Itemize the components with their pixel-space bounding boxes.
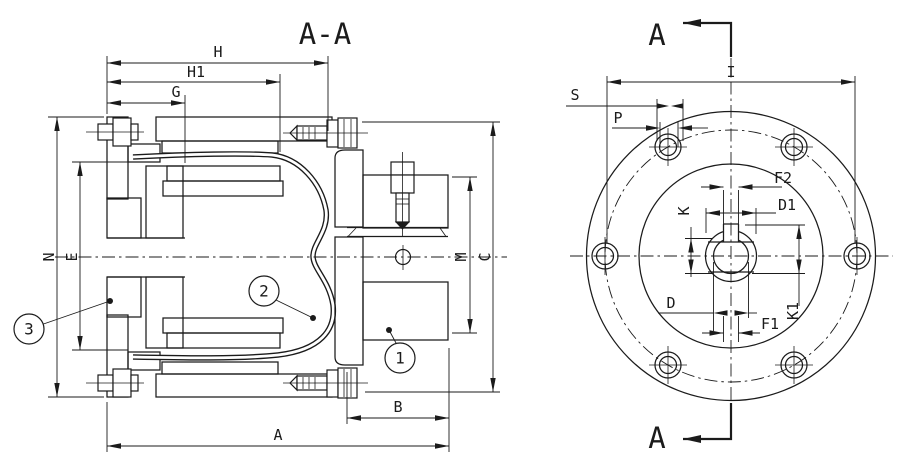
right-hub xyxy=(347,152,449,341)
dim-label-b: B xyxy=(393,398,402,416)
inner-hub xyxy=(106,165,185,349)
flange-bolt-top xyxy=(86,117,144,147)
dimension-h: H xyxy=(107,43,328,66)
dimension-f1: F1 xyxy=(702,315,779,342)
dimension-e: E xyxy=(63,162,83,350)
set-screw xyxy=(390,152,415,236)
cutting-plane-bottom-label: A xyxy=(648,421,665,455)
dim-label-g: G xyxy=(171,83,180,101)
dimension-b: B xyxy=(347,398,449,421)
dim-label-i: I xyxy=(726,63,735,81)
bolt-hole-bottom-right xyxy=(775,346,813,384)
dim-label-n: N xyxy=(40,252,58,261)
dim-label-c: C xyxy=(476,252,494,261)
balloon-2-label: 2 xyxy=(259,282,269,301)
clamp-bolt-bottom xyxy=(283,367,368,399)
balloon-1-label: 1 xyxy=(395,349,405,368)
drum xyxy=(162,180,284,334)
dimension-g: G xyxy=(107,83,185,106)
dim-label-s: S xyxy=(570,86,579,104)
dimension-d1: D1 xyxy=(705,196,796,234)
dimension-c: C xyxy=(476,122,496,392)
dim-label-d: D xyxy=(666,294,675,312)
dimension-d: D xyxy=(658,262,757,331)
dim-label-h1: H1 xyxy=(187,63,205,81)
dimension-h1: H1 xyxy=(107,63,280,85)
dimension-k1: K1 xyxy=(745,224,805,320)
dimension-a: A xyxy=(107,426,449,449)
section-view: H H1 G N E M xyxy=(13,17,507,452)
dim-label-f2: F2 xyxy=(774,169,792,187)
extension-lines xyxy=(48,56,500,452)
dim-label-k1: K1 xyxy=(784,302,802,320)
front-view: A A I S xyxy=(566,18,893,455)
dim-label-p: P xyxy=(613,109,622,127)
cutting-plane-top-label: A xyxy=(648,18,665,52)
rubber-strip-bottom-outer xyxy=(161,361,279,375)
bolt-hole-bottom-left xyxy=(649,346,687,384)
cutting-plane-bottom: A xyxy=(648,403,733,455)
dimension-f2: F2 xyxy=(701,169,792,225)
dim-label-a: A xyxy=(273,426,282,444)
dimension-i: I xyxy=(606,63,856,243)
dim-label-m: M xyxy=(452,252,470,261)
balloon-1: 1 xyxy=(384,327,416,374)
dimension-s: S xyxy=(566,86,684,141)
dim-label-f1: F1 xyxy=(761,315,779,333)
dimension-p: P xyxy=(612,109,708,147)
balloon-3: 3 xyxy=(13,298,113,345)
dim-label-e: E xyxy=(63,252,81,261)
dimension-n: N xyxy=(40,117,60,397)
dim-label-d1: D1 xyxy=(778,196,796,214)
balloon-3-label: 3 xyxy=(24,320,34,339)
section-title: A-A xyxy=(299,17,351,51)
flange-bolt-bottom xyxy=(86,368,144,398)
dimension-k: K xyxy=(675,206,712,277)
clamp-bolt-top xyxy=(283,117,368,149)
dimension-m: M xyxy=(452,177,473,333)
flexible-membrane xyxy=(132,151,337,361)
cutting-plane-top: A xyxy=(648,18,733,57)
dim-label-h: H xyxy=(213,43,222,61)
bolt-hole-top-left xyxy=(649,128,687,166)
dim-label-k: K xyxy=(675,206,693,215)
balloon-2: 2 xyxy=(248,275,316,321)
bolt-hole-top-right xyxy=(775,128,813,166)
